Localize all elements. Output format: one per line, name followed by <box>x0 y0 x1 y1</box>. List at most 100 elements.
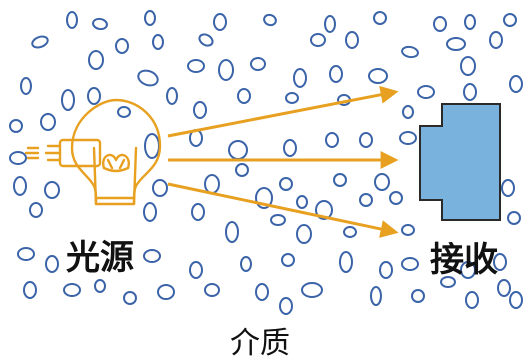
medium-particle <box>255 187 273 209</box>
medium-particle <box>324 15 336 33</box>
medium-particle <box>464 14 476 30</box>
medium-particle <box>359 132 373 148</box>
medium-particle <box>411 289 425 303</box>
medium-particle <box>9 151 27 165</box>
medium-particle <box>373 11 387 25</box>
medium-particle <box>301 282 323 298</box>
medium-particle <box>501 179 515 197</box>
medium-particle <box>417 85 435 99</box>
medium-particle <box>204 283 220 297</box>
medium-particle <box>240 256 252 272</box>
medium-particle <box>315 200 333 220</box>
medium-particle <box>92 17 108 31</box>
ray-upper <box>167 85 399 138</box>
medium-particle <box>296 195 308 209</box>
medium-particle <box>329 65 343 83</box>
medium-particle <box>13 176 27 196</box>
medium-particle <box>213 13 227 31</box>
medium-particle <box>374 173 390 191</box>
medium-particle <box>61 89 75 111</box>
medium-particle <box>63 283 81 297</box>
medium-particle <box>489 31 503 49</box>
medium-particle <box>279 297 293 315</box>
medium-particle <box>493 253 507 271</box>
medium-particle <box>263 13 277 27</box>
medium-particle <box>465 291 479 309</box>
medium-particle <box>507 211 521 225</box>
medium-particle <box>296 224 312 244</box>
medium-particle <box>143 249 161 263</box>
medium-particle <box>293 68 307 88</box>
medium-particle <box>440 276 456 288</box>
medium-particle <box>281 253 295 267</box>
medium-particle <box>115 38 129 54</box>
medium-particle <box>45 255 59 273</box>
medium-particles <box>9 10 523 315</box>
medium-particle <box>144 133 160 159</box>
medium-particle <box>144 10 156 26</box>
light-bulb-icon <box>24 98 162 206</box>
medium-particle <box>283 139 297 157</box>
medium-particle <box>88 50 104 70</box>
medium-particle <box>503 13 517 27</box>
medium-particle <box>193 101 207 119</box>
medium-particle <box>460 261 476 279</box>
light-rays <box>167 85 399 238</box>
medium-particle <box>237 88 251 104</box>
medium-particle <box>255 283 269 301</box>
medium-particle <box>143 202 157 222</box>
medium-particle <box>446 37 466 51</box>
medium-particle <box>87 87 101 105</box>
medium-particle <box>20 77 32 95</box>
medium-particle <box>497 279 511 297</box>
medium-particle <box>399 131 417 145</box>
medium-particle <box>401 45 419 59</box>
medium-particle <box>189 261 203 279</box>
medium-particle <box>279 177 293 191</box>
medium-particle <box>23 281 37 299</box>
medium-particle <box>152 34 164 50</box>
medium-particle <box>285 92 299 104</box>
medium-particle <box>368 68 388 84</box>
medium-particle <box>325 132 339 148</box>
medium-particle <box>94 279 106 293</box>
medium-particle <box>433 16 447 32</box>
medium-particle <box>198 33 214 47</box>
medium-particle <box>310 33 326 47</box>
medium-particle <box>9 119 23 133</box>
medium-particle <box>402 105 414 119</box>
medium-particle <box>228 140 248 160</box>
medium-particle <box>460 56 476 76</box>
medium-particle <box>343 226 357 238</box>
medium-particle <box>389 191 403 205</box>
medium-particle <box>270 214 286 226</box>
medium-particle <box>379 261 393 279</box>
medium-particle <box>225 221 239 243</box>
medium-particle <box>345 31 359 49</box>
medium-particle <box>123 291 137 305</box>
medium-particle <box>401 257 419 271</box>
medium-particle <box>157 284 175 300</box>
medium-particle <box>250 57 266 71</box>
medium-particle <box>401 224 415 236</box>
medium-particle <box>187 59 205 73</box>
medium-particle <box>40 113 56 131</box>
medium-label: 介质 <box>230 326 290 361</box>
receiver-box-icon <box>419 103 501 221</box>
medium-particle <box>166 87 178 105</box>
medium-particle <box>29 202 43 218</box>
medium-particle <box>339 251 353 273</box>
medium-particle <box>152 179 168 197</box>
source-label: 光源 <box>66 238 134 278</box>
medium-particle <box>509 291 523 309</box>
medium-particle <box>117 106 131 118</box>
medium-particle <box>204 174 220 194</box>
medium-particle <box>44 181 60 199</box>
medium-particle <box>509 75 523 93</box>
medium-particle <box>463 83 477 101</box>
medium-particle <box>333 173 347 187</box>
medium-particle <box>191 203 205 221</box>
medium-particle <box>218 59 234 81</box>
medium-particle <box>66 11 78 29</box>
